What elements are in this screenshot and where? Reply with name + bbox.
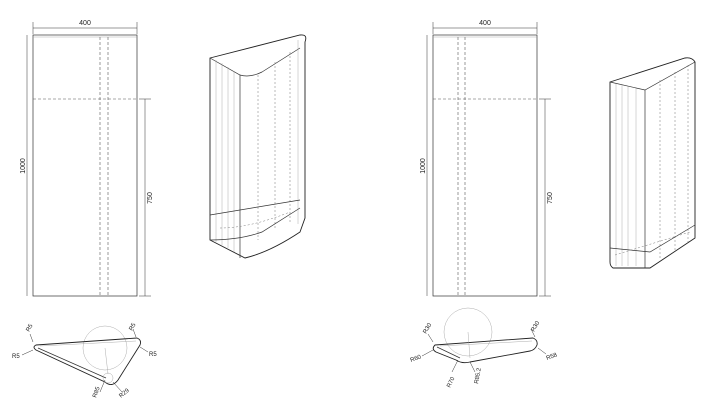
right-front-elevation: 400 1000 750 <box>420 20 554 297</box>
right-plan-view: R30 R60 R30 R58 R70 R85.2 <box>410 307 559 389</box>
right-radius-top-right: R30 <box>531 320 542 333</box>
right-inner-height-label: 750 <box>547 192 554 204</box>
left-isometric-view <box>209 34 307 259</box>
right-radius-top-left: R30 <box>423 322 434 335</box>
right-width-label: 400 <box>479 20 491 27</box>
left-radius-top-right: R5 <box>129 322 138 332</box>
left-radius-top-left: R5 <box>26 323 35 333</box>
right-radius-left: R60 <box>410 354 423 364</box>
right-height-label: 1000 <box>420 158 427 174</box>
left-radius-bottom-left: R85 <box>92 386 102 399</box>
left-radius-bottom-right: R29 <box>118 387 131 399</box>
left-front-elevation: 400 1000 750 <box>20 20 154 297</box>
left-width-label: 400 <box>79 20 91 27</box>
right-radius-bottom-left: R70 <box>446 376 456 389</box>
left-inner-height-label: 750 <box>147 192 154 204</box>
right-radius-right: R58 <box>546 352 559 362</box>
left-radius-right: R5 <box>149 352 157 358</box>
left-height-label: 1000 <box>20 158 27 174</box>
left-radius-left: R5 <box>12 354 20 360</box>
right-isometric-view <box>609 57 696 269</box>
left-plan-view: R5 R5 R5 R5 R85 R29 <box>12 322 157 400</box>
right-radius-bottom-mid: R85.2 <box>474 367 483 384</box>
